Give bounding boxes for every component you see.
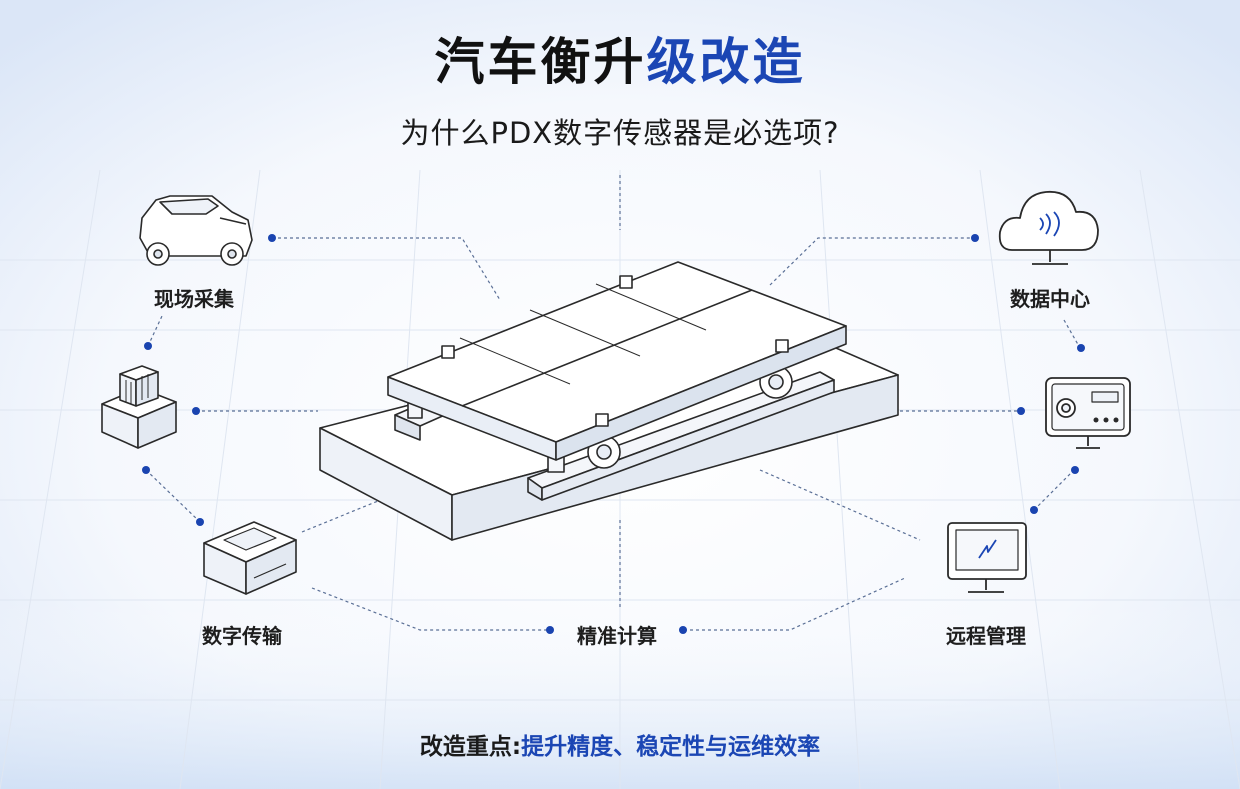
control-panel-icon — [1045, 377, 1131, 449]
page-subtitle: 为什么PDX数字传感器是必选项? — [400, 116, 840, 150]
connector-dots — [142, 234, 1085, 634]
footer-summary: 改造重点:提升精度、稳定性与运维效率 — [0, 727, 1240, 761]
node-label-precise-computing: 精准计算 — [577, 624, 657, 648]
weighbridge-platform-illustration — [319, 261, 899, 541]
node-label-data-center: 数据中心 — [1010, 287, 1090, 311]
connectors — [145, 175, 1081, 631]
footer-prefix: 改造重点: — [419, 734, 522, 760]
node-label-field-collection: 现场采集 — [154, 287, 234, 311]
connector-platform-monitor — [759, 469, 921, 541]
cloud-server-icon — [998, 190, 1099, 265]
node-label-remote-management: 远程管理 — [946, 624, 1026, 648]
sensor-box-icon — [101, 365, 177, 449]
monitor-icon — [947, 522, 1027, 593]
connector-transmitter-compute — [311, 587, 548, 631]
connector-label-panel — [1063, 319, 1081, 349]
footer-highlight: 提升精度、稳定性与运维效率 — [521, 734, 821, 760]
title-main: 汽车衡升 — [434, 33, 647, 91]
connector-sensor-transmitter — [145, 469, 201, 523]
connector-platform-cloud — [769, 237, 974, 286]
transmitter-device-icon — [203, 521, 297, 595]
car-icon — [139, 195, 253, 266]
page-title: 汽车衡升级改造 — [0, 22, 1240, 94]
title-accent: 级改造 — [646, 33, 806, 91]
node-label-digital-transmission: 数字传输 — [202, 624, 282, 648]
